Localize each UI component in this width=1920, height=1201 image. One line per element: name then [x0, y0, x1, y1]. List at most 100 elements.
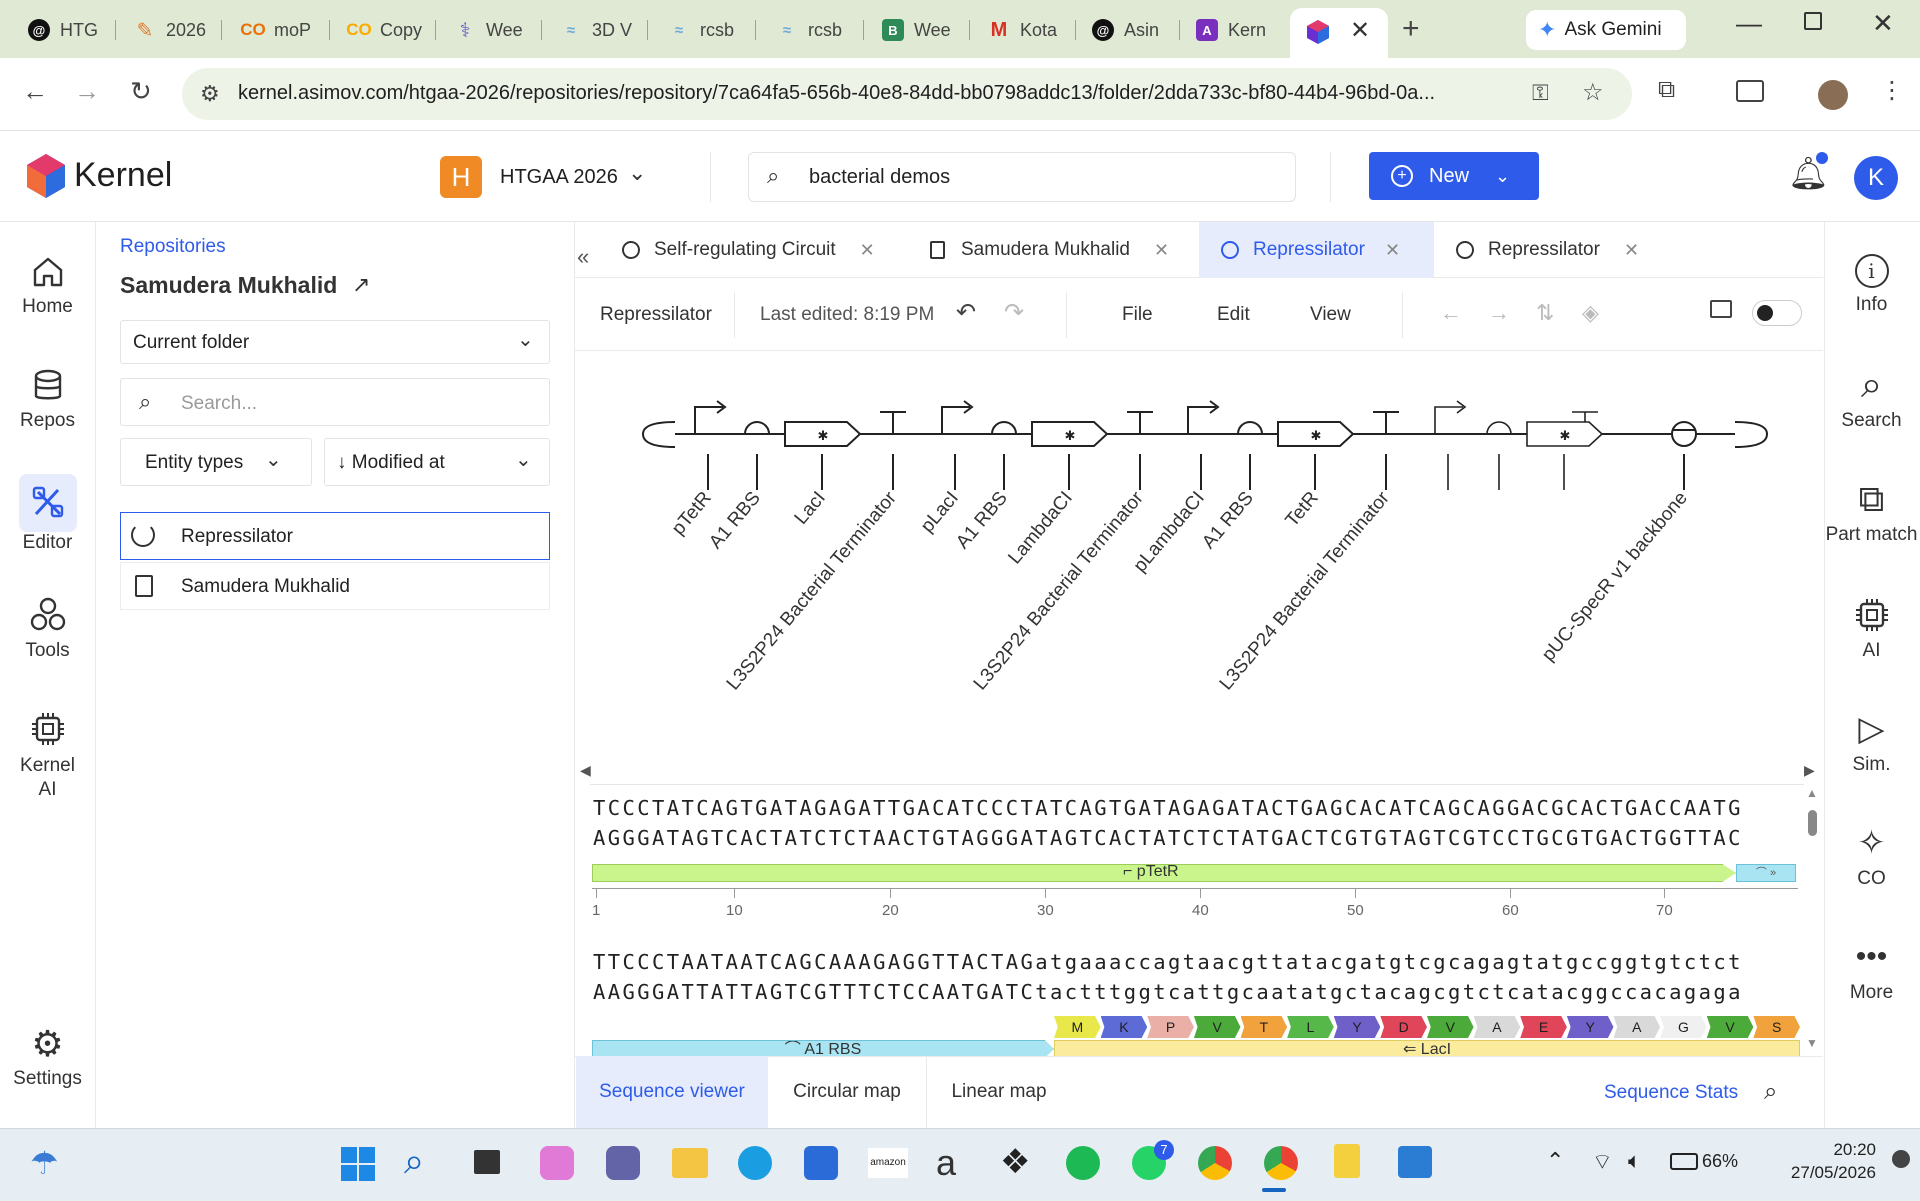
editor-tab-active[interactable]: Repressilator ✕ [1199, 222, 1434, 278]
bookmark-star-icon[interactable]: ☆ [1582, 79, 1604, 106]
task-view-icon[interactable] [474, 1150, 500, 1174]
wifi-icon[interactable]: ⌔ [1592, 1149, 1613, 1174]
new-tab-icon[interactable]: + [1402, 12, 1420, 45]
presentation-icon[interactable] [1710, 300, 1732, 318]
close-icon[interactable]: ✕ [1623, 239, 1640, 260]
map-label[interactable]: pLacI [917, 488, 963, 537]
file-explorer-icon[interactable] [672, 1148, 708, 1178]
tab-search-icon[interactable] [1736, 80, 1764, 102]
browser-tab[interactable]: ≈rcsb [668, 12, 756, 48]
clock-date[interactable]: 27/05/2026 [1790, 1163, 1876, 1182]
url-text[interactable]: kernel.asimov.com/htgaa-2026/repositorie… [238, 82, 1436, 104]
panel-co[interactable]: ✧ CO [1824, 824, 1919, 890]
panel-more[interactable]: ••• More [1824, 938, 1919, 1004]
back-icon[interactable]: ← [22, 76, 48, 106]
sequence-bottom-strand[interactable]: AAGGGATTATTAGTCGTTTCTCCAATGATCtactttggtc… [593, 980, 1743, 1004]
chrome-menu-icon[interactable]: ⋮ [1880, 77, 1904, 104]
map-label[interactable]: A1 RBS [1198, 488, 1258, 553]
restore-icon[interactable] [1804, 12, 1822, 30]
panel-simulation[interactable]: ▷ Sim. [1824, 710, 1919, 776]
menu-view[interactable]: View [1310, 304, 1351, 325]
close-icon[interactable]: ✕ [1384, 239, 1401, 260]
spotify-icon[interactable] [1066, 1146, 1100, 1180]
sequence-top-strand[interactable]: TTCCCTAATAATCAGCAAAGAGGTTACTAGatgaaaccag… [593, 950, 1743, 974]
battery-icon[interactable] [1670, 1153, 1698, 1170]
photos-icon[interactable] [1398, 1146, 1432, 1178]
file-search-input[interactable]: ⌕ Search... [120, 378, 550, 426]
nav-home[interactable]: Home [0, 254, 95, 318]
scroll-left-icon[interactable]: ◀ [580, 762, 591, 778]
browser-tab[interactable]: ✎2026 [134, 12, 222, 48]
map-label[interactable]: A1 RBS [705, 488, 765, 553]
panel-info[interactable]: i Info [1824, 254, 1919, 316]
volume-icon[interactable]: 🔈︎ [1628, 1148, 1642, 1173]
windows-start-icon[interactable] [340, 1146, 376, 1182]
nav-tools[interactable]: Tools [0, 596, 95, 662]
entity-types-filter[interactable]: Entity types ⌄ [120, 438, 312, 486]
site-info-icon[interactable]: ⚙ [200, 81, 220, 106]
external-link-icon[interactable]: ↗ [352, 272, 371, 297]
flip-icon[interactable]: ⇅ [1536, 300, 1555, 325]
panel-part-match[interactable]: ⧉ Part match [1825, 478, 1918, 546]
sequence-top-strand[interactable]: TCCCTATCAGTGATAGAGATTGACATCCCTATCAGTGATA… [593, 796, 1743, 820]
vertical-scrollbar[interactable]: ▲ ▼ [1806, 786, 1820, 1050]
close-icon[interactable]: ✕ [1153, 239, 1170, 260]
fill-icon[interactable]: ◈ [1582, 300, 1599, 325]
user-avatar[interactable]: K [1854, 156, 1898, 200]
map-label[interactable]: pTetR [668, 488, 716, 540]
store-icon[interactable] [804, 1146, 838, 1180]
clock-time[interactable]: 20:20 [1833, 1140, 1876, 1159]
nav-settings[interactable]: ⚙ Settings [0, 1026, 95, 1090]
menu-file[interactable]: File [1122, 304, 1153, 325]
sequence-name[interactable]: Repressilator [600, 304, 712, 325]
map-label[interactable]: A1 RBS [952, 488, 1012, 553]
browser-tab[interactable]: ≈rcsb [776, 12, 864, 48]
copilot-icon[interactable] [540, 1146, 574, 1180]
tab-circular-map[interactable]: Circular map [768, 1056, 927, 1128]
breadcrumb-repositories[interactable]: Repositories [120, 236, 226, 257]
browser-tab[interactable]: ⚕Wee [454, 12, 542, 48]
new-button[interactable]: + New ⌄ [1369, 152, 1539, 200]
editor-tab[interactable]: Samudera Mukhalid ✕ [930, 222, 1180, 278]
map-label[interactable]: LacI [791, 488, 830, 529]
panel-search[interactable]: ⌕ Search [1824, 366, 1919, 432]
sequence-stats-link[interactable]: Sequence Stats [1604, 1082, 1739, 1103]
scrollbar-thumb[interactable] [1808, 810, 1817, 836]
arrow-left-icon[interactable]: ← [1440, 300, 1462, 325]
browser-tab[interactable]: @Asin [1092, 12, 1180, 48]
scroll-down-icon[interactable]: ▼ [1806, 1036, 1818, 1050]
global-search-input[interactable]: ⌕ bacterial demos [748, 152, 1296, 202]
scroll-up-icon[interactable]: ▲ [1806, 786, 1818, 800]
tab-sequence-viewer[interactable]: Sequence viewer [576, 1056, 768, 1128]
feature-bar-ptetr[interactable]: ⌐ pTetR [592, 864, 1736, 882]
sequence-bottom-strand[interactable]: AGGGATAGTCACTATCTCTAACTGTAGGGATAGTCACTAT… [593, 826, 1743, 850]
close-tab-icon[interactable]: ✕ [1350, 17, 1371, 44]
reload-icon[interactable]: ↻ [130, 76, 152, 106]
key-icon[interactable]: ⚿ [1532, 80, 1549, 105]
editor-tab[interactable]: Repressilator ✕ [1456, 222, 1656, 278]
search-icon[interactable]: ⌕ [1764, 1078, 1778, 1105]
teams-icon[interactable] [606, 1146, 640, 1180]
notification-center-icon[interactable] [1892, 1150, 1910, 1168]
search-icon[interactable]: ⌕ [404, 1140, 425, 1181]
workspace-name[interactable]: HTGAA 2026 [500, 166, 618, 188]
amazon-a-icon[interactable]: a [936, 1142, 957, 1183]
arrow-right-icon[interactable]: → [1488, 300, 1510, 325]
edge-icon[interactable] [738, 1146, 772, 1180]
browser-tab-active[interactable]: ✕ [1290, 8, 1388, 58]
feature-bar-rbs-start[interactable]: ⌒ » [1736, 864, 1796, 882]
amazon-icon[interactable]: amazon [868, 1148, 908, 1178]
chrome-icon[interactable] [1264, 1146, 1298, 1180]
menu-edit[interactable]: Edit [1217, 304, 1250, 325]
chevron-up-icon[interactable]: ⌃ [1546, 1148, 1565, 1173]
forward-icon[interactable]: → [74, 76, 100, 106]
extensions-icon[interactable]: ⧉ [1658, 76, 1676, 103]
editor-tab[interactable]: Self-regulating Circuit ✕ [622, 222, 882, 278]
map-label[interactable]: pUC-SpecR v1 backbone [1538, 488, 1692, 666]
notepad-icon[interactable] [1334, 1144, 1360, 1178]
